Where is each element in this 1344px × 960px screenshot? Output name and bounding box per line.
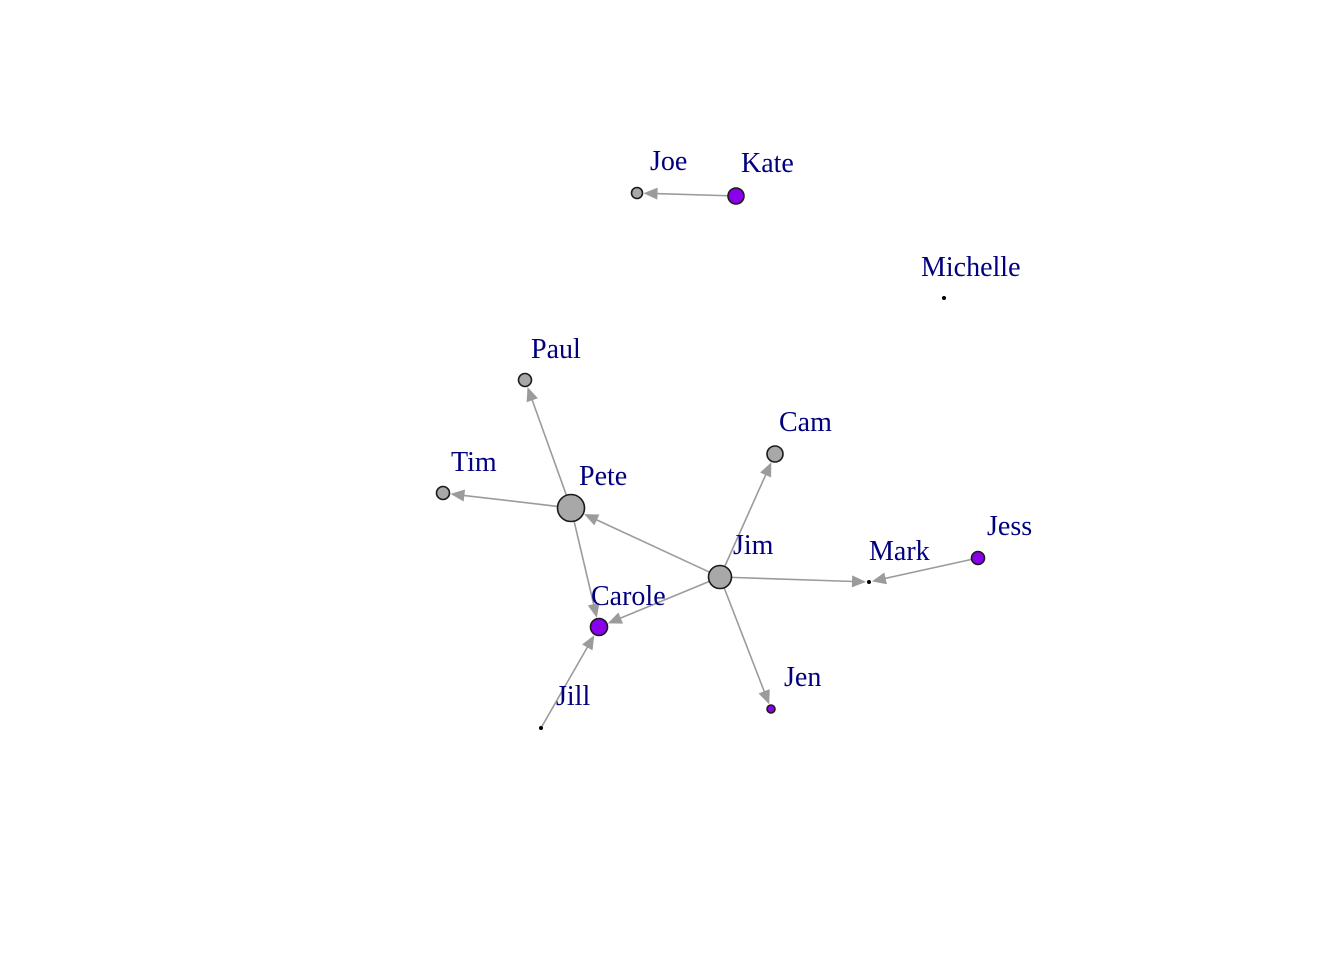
node-label-jill: Jill (556, 681, 590, 712)
arrowhead-jim-to-carole (607, 612, 624, 624)
node-kate (727, 187, 745, 205)
node-label-paul: Paul (531, 334, 581, 365)
node-jess (970, 550, 986, 566)
node-label-jim: Jim (733, 530, 774, 561)
node-jill (539, 726, 543, 730)
node-label-carole: Carole (591, 581, 666, 612)
node-mark (867, 580, 871, 584)
node-jim (707, 564, 733, 590)
node-layer (435, 186, 986, 730)
node-tim (435, 485, 451, 501)
edge-pete-to-paul (530, 398, 568, 496)
edge-jim-to-jen (723, 587, 766, 694)
node-jen (766, 704, 776, 714)
node-paul (517, 372, 533, 388)
arrowhead-jim-to-mark (851, 575, 867, 588)
node-michelle (942, 296, 946, 300)
arrowhead-jess-to-mark (871, 572, 887, 585)
arrowhead-pete-to-paul (526, 387, 538, 403)
arrowhead-pete-to-tim (450, 489, 466, 502)
node-label-joe: Joe (650, 146, 687, 177)
node-label-cam: Cam (779, 407, 832, 438)
edge-jim-to-mark (731, 576, 855, 583)
node-label-mark: Mark (869, 536, 930, 567)
arrowhead-kate-to-joe (643, 187, 658, 200)
node-joe (630, 186, 644, 200)
node-label-tim: Tim (451, 447, 497, 478)
node-cam (766, 445, 784, 463)
edge-jim-to-carole (618, 580, 710, 620)
edge-kate-to-joe (655, 192, 729, 197)
arrowhead-jim-to-jen (758, 689, 770, 705)
edge-layer (450, 187, 972, 727)
edge-pete-to-tim (462, 494, 558, 508)
arrowhead-jim-to-cam (760, 462, 772, 478)
node-label-jen: Jen (784, 662, 821, 693)
node-label-jess: Jess (987, 511, 1032, 542)
node-carole (589, 617, 609, 637)
edge-jill-to-carole (541, 645, 589, 727)
node-label-kate: Kate (741, 148, 794, 179)
arrowhead-jim-to-pete (584, 514, 600, 526)
edge-jess-to-mark (883, 558, 972, 580)
edge-jim-to-pete (594, 518, 710, 573)
arrowhead-pete-to-carole (587, 602, 600, 618)
node-label-michelle: Michelle (921, 252, 1021, 283)
arrowhead-jill-to-carole (582, 635, 595, 651)
edge-pete-to-carole (573, 520, 595, 607)
node-pete (556, 493, 586, 523)
node-label-pete: Pete (579, 461, 627, 492)
edge-jim-to-cam (723, 472, 768, 567)
